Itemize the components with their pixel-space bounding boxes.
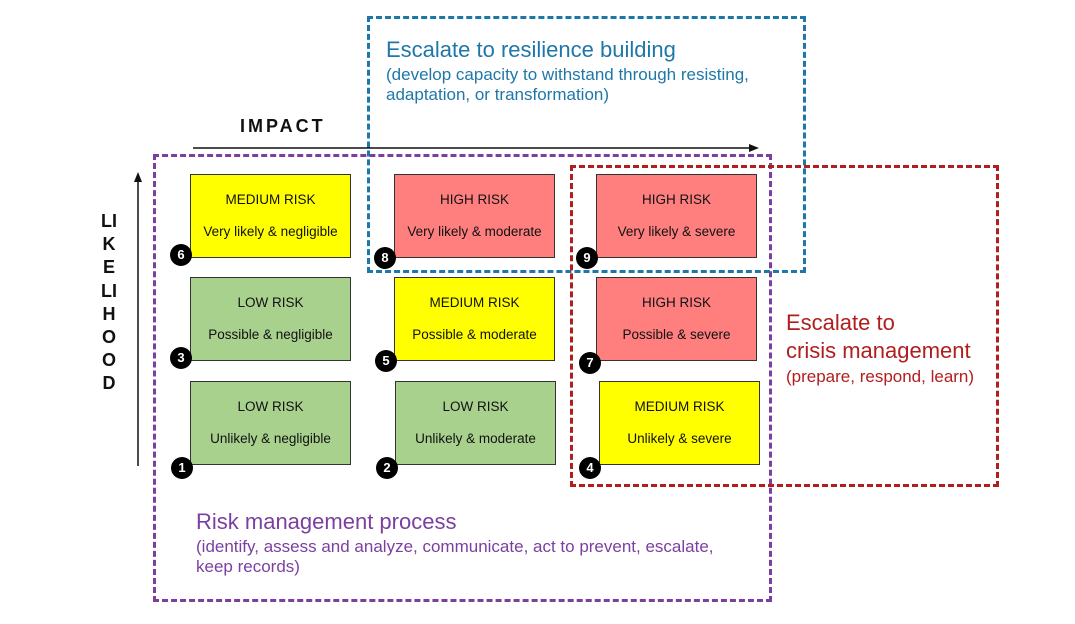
risk-description: Possible & severe	[622, 327, 731, 342]
risk-cell-possible-negligible: LOW RISK Possible & negligible	[190, 277, 351, 361]
risk-level-label: MEDIUM RISK	[225, 192, 316, 207]
likelihood-axis-label: LIKELIHOOD	[101, 211, 117, 394]
cell-number-badge: 1	[171, 457, 193, 479]
risk-cell-unlikely-moderate: LOW RISK Unlikely & moderate	[395, 381, 556, 465]
risk-cell-very-likely-severe: HIGH RISK Very likely & severe	[596, 174, 757, 258]
risk-cell-unlikely-negligible: LOW RISK Unlikely & negligible	[190, 381, 351, 465]
likelihood-arrow-icon	[134, 172, 142, 466]
risk-description: Very likely & moderate	[407, 224, 542, 239]
risk-management-caption: Risk management process (identify, asses…	[196, 509, 716, 576]
impact-axis-label: IMPACT	[240, 116, 326, 136]
crisis-title-line2: crisis management	[786, 337, 971, 363]
cell-number-badge: 9	[576, 247, 598, 269]
resilience-title: Escalate to resilience building	[386, 37, 676, 62]
cell-number-badge: 4	[579, 457, 601, 479]
resilience-region	[367, 16, 806, 273]
risk-description: Possible & negligible	[208, 327, 333, 342]
cell-number-badge: 2	[376, 457, 398, 479]
risk-description: Very likely & negligible	[203, 224, 338, 239]
cell-number-badge: 3	[170, 347, 192, 369]
risk-level-label: LOW RISK	[442, 399, 509, 414]
risk-level-label: LOW RISK	[237, 295, 304, 310]
risk-description: Very likely & severe	[617, 224, 736, 239]
impact-arrow-icon	[193, 144, 759, 152]
risk-level-label: LOW RISK	[237, 399, 304, 414]
risk-cell-possible-moderate: MEDIUM RISK Possible & moderate	[394, 277, 555, 361]
cell-number-badge: 8	[374, 247, 396, 269]
risk-level-label: HIGH RISK	[641, 295, 711, 310]
cell-number-badge: 7	[579, 352, 601, 374]
crisis-caption: Escalate to crisis management (prepare, …	[786, 309, 1001, 387]
crisis-region	[570, 165, 999, 487]
risk-description: Possible & moderate	[412, 327, 537, 342]
risk-description: Unlikely & moderate	[415, 431, 536, 446]
risk-description: Unlikely & negligible	[210, 431, 331, 446]
resilience-caption: Escalate to resilience building (develop…	[386, 37, 806, 104]
risk-management-region	[153, 154, 772, 602]
risk-description: Unlikely & severe	[627, 431, 732, 446]
risk-cell-unlikely-severe: MEDIUM RISK Unlikely & severe	[599, 381, 760, 465]
crisis-title-line1: Escalate to	[786, 310, 895, 335]
cell-number-badge: 6	[170, 244, 192, 266]
cell-number-badge: 5	[375, 350, 397, 372]
risk-level-label: MEDIUM RISK	[634, 399, 725, 414]
risk-management-title: Risk management process	[196, 509, 457, 534]
resilience-subtitle: (develop capacity to withstand through r…	[386, 65, 749, 104]
risk-level-label: MEDIUM RISK	[429, 295, 520, 310]
risk-level-label: HIGH RISK	[439, 192, 509, 207]
crisis-subtitle: (prepare, respond, learn)	[786, 367, 975, 387]
risk-cell-very-likely-moderate: HIGH RISK Very likely & moderate	[394, 174, 555, 258]
risk-level-label: HIGH RISK	[641, 192, 711, 207]
risk-management-subtitle: (identify, assess and analyze, communica…	[196, 537, 714, 576]
risk-cell-very-likely-negligible: MEDIUM RISK Very likely & negligible	[190, 174, 351, 258]
risk-cell-possible-severe: HIGH RISK Possible & severe	[596, 277, 757, 361]
